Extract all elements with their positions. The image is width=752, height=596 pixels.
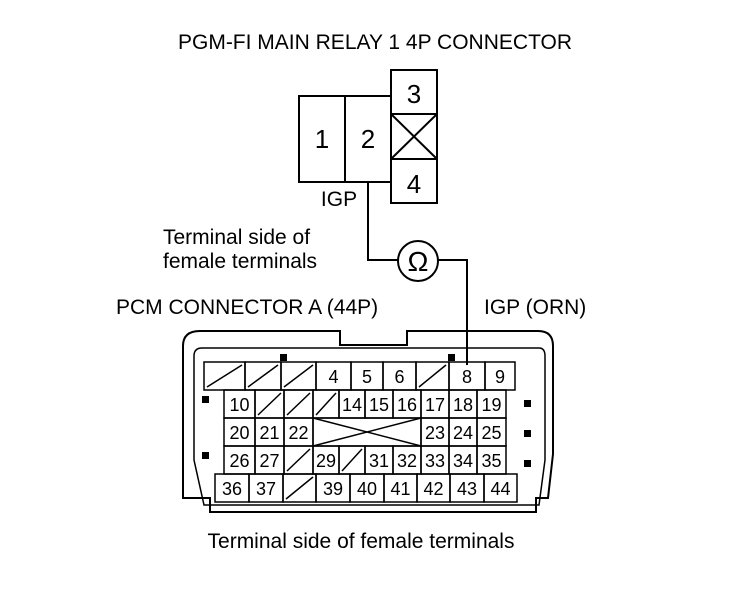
pcm-empty-cavity-mark	[206, 364, 243, 388]
footer-terminal-note: Terminal side of female terminals	[208, 530, 515, 553]
pcm-empty-cavity-mark	[315, 392, 337, 416]
relay-empty-cavity-mark	[390, 113, 438, 160]
pcm-empty-cavity-mark	[286, 392, 311, 416]
pcm-terminal-40: 40	[357, 479, 377, 499]
pcm-empty-cavity-mark	[257, 392, 282, 416]
pcm-empty-cavity-mark	[286, 448, 311, 472]
pcm-key-tab	[280, 354, 287, 361]
pcm-terminal-6: 6	[394, 367, 404, 387]
pcm-key-tab	[448, 354, 455, 361]
probe-wire-pcm	[438, 259, 468, 365]
pcm-lock-tab	[524, 400, 531, 407]
pcm-empty-cavity-mark	[283, 364, 314, 388]
pcm-terminal-22: 22	[288, 423, 308, 443]
pcm-connector: 4 5 6 8 9 10 14 15 16 17 18 19 20 21 22 23 24 25 26 27 29 31 3…	[182, 330, 554, 513]
pcm-terminal-41: 41	[390, 479, 410, 499]
pcm-terminal-5: 5	[362, 367, 372, 387]
pcm-terminal-18: 18	[453, 395, 473, 415]
pcm-terminal-16: 16	[397, 395, 417, 415]
pcm-terminal-cell	[483, 473, 518, 503]
pcm-terminal-8: 8	[462, 367, 472, 387]
pcm-terminal-21: 21	[259, 423, 279, 443]
relay-pin-4: 4	[407, 169, 421, 199]
pcm-terminal-15: 15	[369, 395, 389, 415]
relay-connector: 1 2 3 4	[298, 69, 438, 204]
pcm-empty-cavity-mark	[418, 364, 447, 388]
pcm-connector-title: PCM CONNECTOR A (44P)	[116, 296, 378, 319]
relay-pin-3: 3	[407, 79, 421, 109]
pcm-empty-cavity-mark	[285, 476, 314, 500]
pcm-blocked-region	[312, 417, 422, 447]
pcm-terminal-20: 20	[229, 423, 249, 443]
pcm-terminal-32: 32	[397, 451, 417, 471]
pcm-terminal-23: 23	[425, 423, 445, 443]
pcm-terminal-26: 26	[229, 451, 249, 471]
pcm-terminal-35: 35	[481, 451, 501, 471]
pcm-empty-cavity-mark	[341, 448, 363, 472]
pcm-terminal-17: 17	[425, 395, 445, 415]
pcm-lock-tab	[524, 460, 531, 467]
pcm-terminal-10: 10	[229, 395, 249, 415]
pcm-terminal-33: 33	[425, 451, 445, 471]
pcm-terminal-39: 39	[323, 479, 343, 499]
diagram-title: PGM-FI MAIN RELAY 1 4P CONNECTOR	[178, 31, 572, 54]
pcm-terminal-24: 24	[453, 423, 473, 443]
ohmmeter-symbol: Ω	[408, 246, 429, 277]
relay-pin-2: 2	[361, 124, 375, 154]
pcm-terminal-37: 37	[256, 479, 276, 499]
pcm-terminal-grid: 4 5 6 8 9 10 14 15 16 17 18 19 20 21 22 23 24 25 26 27 29 31 3…	[203, 361, 518, 503]
pcm-lock-tab	[202, 396, 209, 403]
pcm-terminal-31: 31	[369, 451, 389, 471]
pcm-housing-outer	[182, 330, 554, 513]
pcm-blocked-region-mark	[312, 417, 422, 447]
pcm-housing-inner	[193, 347, 546, 506]
pcm-terminal-14: 14	[342, 395, 362, 415]
pcm-terminal-4: 4	[328, 367, 338, 387]
relay-body-right	[390, 69, 438, 204]
pcm-terminal-42: 42	[423, 479, 443, 499]
relay-terminal-note-line-2: female terminals	[163, 250, 317, 273]
pcm-wire-label: IGP (ORN)	[484, 296, 586, 319]
pcm-terminal-25: 25	[481, 423, 501, 443]
pcm-terminal-19: 19	[481, 395, 501, 415]
pcm-terminal-27: 27	[259, 451, 279, 471]
pcm-terminal-44: 44	[490, 479, 510, 499]
pcm-terminal-29: 29	[316, 451, 336, 471]
relay-terminal-note-line-1: Terminal side of	[163, 226, 310, 249]
pcm-empty-cavity-mark	[247, 364, 279, 388]
pcm-terminal-36: 36	[222, 479, 242, 499]
relay-pin-1: 1	[315, 124, 329, 154]
pcm-lock-tab	[524, 430, 531, 437]
pcm-terminal-9: 9	[495, 367, 505, 387]
pcm-terminal-43: 43	[457, 479, 477, 499]
probe-wire-relay	[367, 182, 398, 261]
relay-wire-label: IGP	[321, 188, 357, 211]
pcm-terminal-34: 34	[453, 451, 473, 471]
pcm-lock-tab	[202, 452, 209, 459]
